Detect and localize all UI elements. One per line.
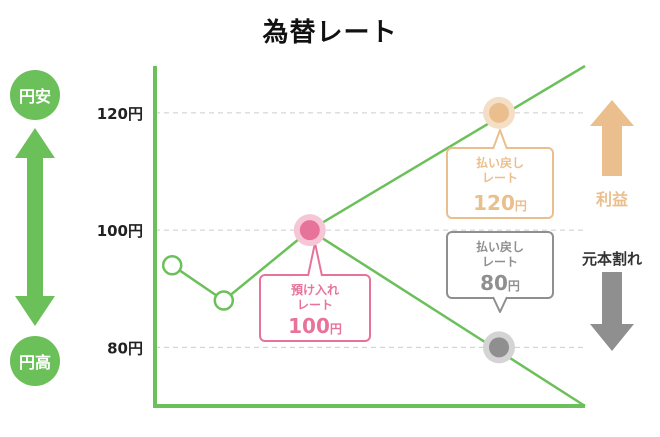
y-tick-label: 120円 [97,105,143,123]
callout-line1: 払い戻し [476,239,524,254]
callout-pointer [492,129,508,150]
profit-label: 利益 [596,190,628,209]
yen-weak-label: 円安 [19,87,51,106]
down-arrow-icon [590,272,634,351]
callout-value: 100円 [288,314,342,338]
yen-weak-circle [10,70,60,120]
series-line [309,229,586,408]
yen-strong-label: 円高 [19,353,51,372]
data-point [161,255,183,276]
loss-label: 元本割れ [582,250,642,268]
data-point [213,290,235,311]
series-line [309,64,586,232]
loss-point [489,337,509,358]
callout-line1: 預け入れ [291,283,339,297]
up-arrow-icon [590,100,634,176]
callout-value: 120円 [473,191,527,215]
y-tick-label: 100円 [97,222,143,240]
callout-line2: レート [482,255,518,269]
double-arrow-icon [15,128,55,326]
profit-point [489,102,509,123]
callout-line2: レート [482,171,518,185]
chart-title: 為替レート [262,18,398,48]
callout-pointer [307,242,323,277]
callout-line2: レート [297,298,333,312]
deposit-point [299,220,320,241]
y-tick-label: 80円 [107,339,143,357]
yen-strong-circle [10,336,60,386]
callout-value: 80円 [480,271,520,295]
callout-line1: 払い戻し [476,155,524,170]
callout-pointer [492,296,508,313]
